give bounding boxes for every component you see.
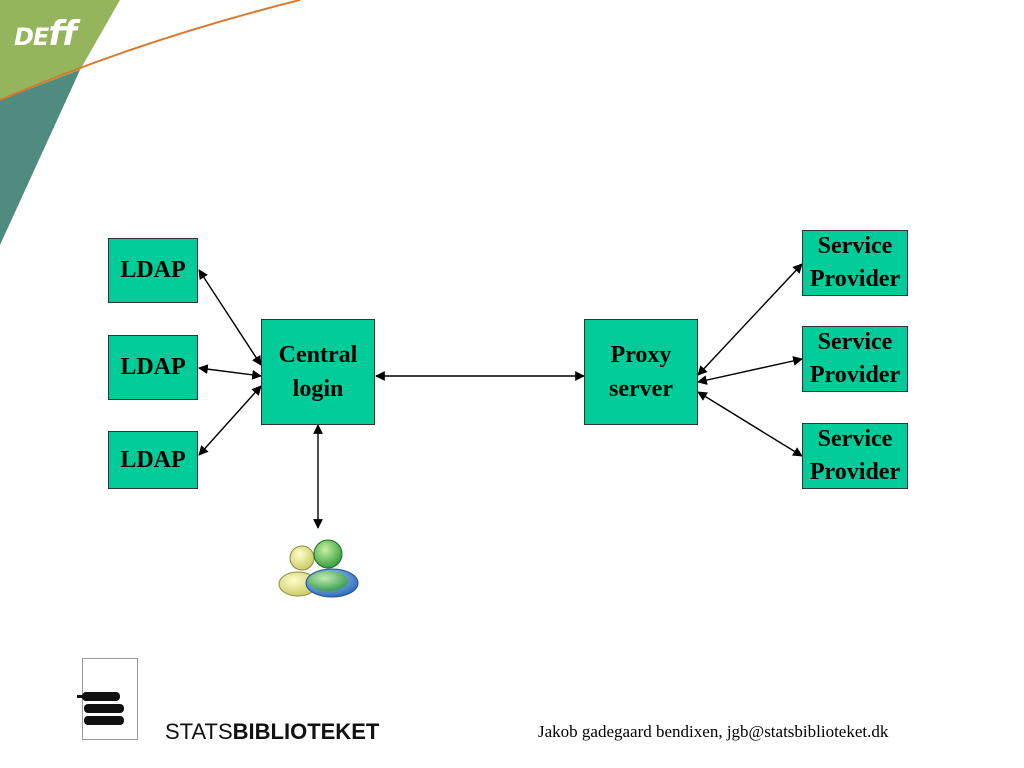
central-login-line1: Central — [278, 342, 358, 368]
service-provider-node: Service Provider — [802, 423, 908, 489]
deff-logo-suffix: ff — [48, 14, 77, 54]
service-provider-line1: Service — [817, 329, 893, 355]
users-icon — [278, 539, 359, 598]
ldap-node: LDAP — [108, 431, 198, 489]
arrow-ldap3-central — [198, 385, 262, 456]
logo-frame — [82, 658, 138, 740]
brand-light: STATS — [165, 719, 233, 744]
service-provider-node: Service Provider — [802, 230, 908, 296]
service-provider-line1: Service — [817, 426, 893, 452]
service-provider-line2: Provider — [809, 459, 901, 485]
arrow-ldap2-central — [198, 364, 262, 380]
service-provider-node: Service Provider — [802, 326, 908, 392]
author-credit: Jakob gadegaard bendixen, jgb@statsbibli… — [538, 722, 889, 741]
deff-logo-prefix: DE — [14, 23, 49, 51]
service-provider-line2: Provider — [809, 362, 901, 388]
arrow-proxy-sp3 — [697, 391, 803, 457]
deff-logo: DEff — [14, 14, 77, 54]
brand-wordmark: STATSBIBLIOTEKET — [165, 719, 379, 745]
proxy-server-line2: server — [609, 376, 673, 402]
arrow-ldap1-central — [198, 269, 262, 366]
central-login-line2: login — [292, 376, 344, 402]
service-provider-line2: Provider — [809, 266, 901, 292]
ldap-label: LDAP — [120, 257, 186, 283]
central-login-node: Central login — [261, 319, 375, 425]
books-icon — [77, 692, 124, 725]
statsbiblioteket-logo — [72, 656, 142, 746]
ldap-node: LDAP — [108, 238, 198, 303]
ldap-label: LDAP — [120, 354, 186, 380]
deff-corner-graphic — [0, 0, 300, 245]
brand-bold: BIBLIOTEKET — [232, 719, 380, 744]
arrow-proxy-sp1 — [697, 263, 803, 376]
ldap-node: LDAP — [108, 335, 198, 400]
proxy-server-line1: Proxy — [610, 342, 672, 368]
arrow-proxy-sp2 — [697, 356, 803, 385]
proxy-server-node: Proxy server — [584, 319, 698, 425]
service-provider-line1: Service — [817, 233, 893, 259]
ldap-label: LDAP — [120, 446, 186, 473]
